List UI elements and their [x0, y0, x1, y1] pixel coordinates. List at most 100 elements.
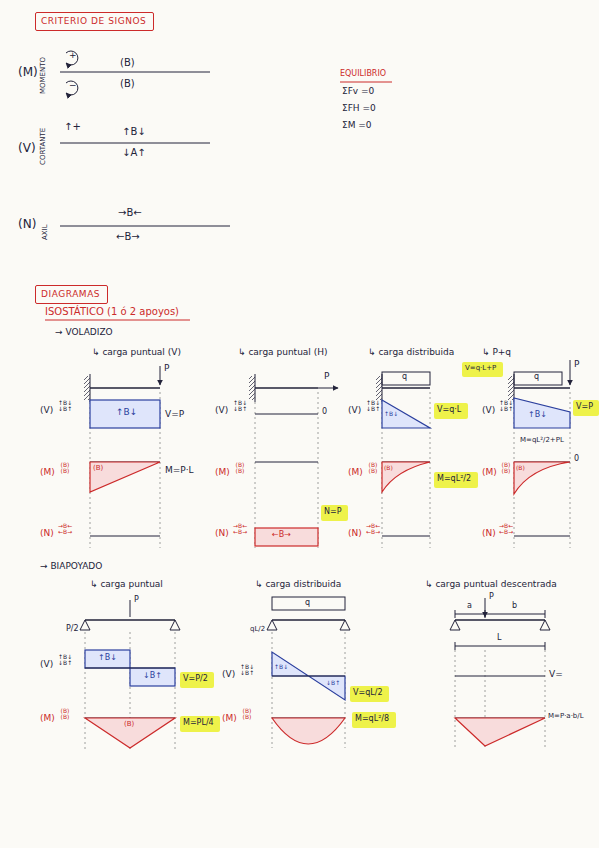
note-text: (B)	[384, 465, 393, 472]
note-text: M=qL²/2+PL	[520, 437, 564, 445]
note-text: 0	[322, 408, 327, 417]
note-text: (V)	[348, 406, 361, 416]
note-text: ↑B↓	[528, 411, 547, 420]
note-text: →B← ←B→	[366, 523, 380, 536]
note-text: (M)	[18, 66, 38, 79]
note-text: +	[69, 51, 77, 61]
note-text: (V)	[40, 660, 53, 670]
note-text: qL/2	[250, 626, 265, 634]
highlight-box: V=q·L+P	[462, 362, 503, 377]
note-text: ↳ carga puntual (V)	[92, 348, 181, 358]
note-text: ↑B↓ ↓B↑	[499, 400, 513, 413]
note-text: ΣFv =0	[342, 87, 374, 97]
note-text: ↑+	[64, 121, 81, 132]
note-text: M=P·a·b/L	[548, 713, 584, 721]
note-text: ↳ carga puntual	[90, 580, 163, 590]
note-text: ←B→	[272, 531, 291, 540]
note-text: CORTANTE	[40, 128, 48, 165]
note-text: AXIL	[42, 224, 50, 240]
note-text: (B) (B)	[240, 708, 254, 721]
node-text: V=P/2	[183, 674, 208, 683]
node-text: V=qL/2	[353, 688, 383, 697]
note-text: (B)	[516, 465, 525, 472]
note-text: (B) (B)	[499, 462, 513, 475]
note-text: (B)	[93, 465, 103, 473]
node-text: V=q·L+P	[465, 364, 496, 372]
note-text: ↑B↓ ↓B↑	[58, 400, 72, 413]
note-text: V=	[549, 670, 563, 680]
note-text: ↑B↓	[116, 408, 137, 418]
note-text: ↓B↑	[143, 672, 162, 681]
note-text: ↳ P+q	[482, 348, 511, 358]
note-text: ↑B↓ ↓B↑	[240, 664, 254, 677]
note-text: → VOLADIZO	[55, 328, 113, 338]
note-text: (N)	[482, 529, 496, 539]
note-text: (B) (B)	[58, 462, 72, 475]
note-text: (M)	[222, 714, 237, 724]
note-text: P	[164, 364, 169, 374]
note-text: (B) (B)	[58, 708, 72, 721]
note-text: (N)	[215, 529, 229, 539]
note-text: L	[497, 634, 501, 643]
note-text: (V)	[215, 406, 228, 416]
note-text: →B← ←B→	[233, 523, 247, 536]
note-text: MOMENTO	[40, 57, 48, 94]
note-text: 0	[574, 455, 579, 464]
note-text: P/2	[66, 625, 79, 634]
note-text: ↑B↓ ↓B↑	[58, 654, 72, 667]
note-text: (M)	[40, 468, 55, 478]
note-text: →B←	[118, 207, 142, 218]
note-text: ΣFH =0	[342, 104, 376, 114]
highlight-box: M=qL²/2	[434, 472, 478, 488]
note-text: ←B→	[116, 231, 140, 242]
note-text: ↓B↑	[326, 680, 340, 687]
note-text: q	[534, 373, 539, 382]
note-text: (N)	[40, 529, 54, 539]
node-text: CRITERIO DE SIGNOS	[41, 16, 146, 26]
note-text: (M)	[348, 468, 363, 478]
note-text: ISOSTÁTICO (1 ó 2 apoyos)	[45, 306, 179, 317]
note-text: M=P·L	[165, 466, 194, 476]
node-text: M=qL²/2	[437, 474, 471, 483]
highlight-box: V=q·L	[434, 403, 468, 419]
note-text: ↓A↑	[122, 147, 146, 158]
note-text: P	[489, 593, 494, 602]
note-text: →B← ←B→	[58, 523, 72, 536]
note-text: (V)	[482, 406, 495, 416]
node-text: N=P	[324, 507, 342, 516]
note-text: ↑B↓ ↓B↑	[366, 400, 380, 413]
highlight-box: V=qL/2	[350, 686, 389, 702]
node-text: DIAGRAMAS	[41, 289, 100, 299]
note-text: ↑B↓	[122, 126, 146, 137]
note-text: b	[512, 602, 517, 611]
node-text: V=q·L	[437, 405, 461, 414]
note-text: ↑B↓ ↓B↑	[233, 400, 247, 413]
note-text: (N)	[348, 529, 362, 539]
note-text: (M)	[215, 468, 230, 478]
note-text: P	[324, 372, 329, 382]
note-text: (V)	[222, 670, 235, 680]
note-text: ↑B↓	[384, 411, 398, 418]
note-text: (B)	[124, 721, 134, 729]
node-text: M=PL/4	[183, 718, 214, 727]
node-text: V=P	[576, 402, 593, 411]
note-text: → BIAPOYADO	[40, 562, 102, 572]
highlight-box: V=P	[573, 400, 599, 416]
note-text: (N)	[18, 218, 36, 231]
note-text: ↳ carga puntual (H)	[238, 348, 328, 358]
note-text: q	[305, 599, 310, 608]
heading-box: DIAGRAMAS	[35, 285, 108, 304]
note-text: q	[402, 373, 407, 382]
note-text: (B) (B)	[366, 462, 380, 475]
note-text: ↳ carga puntual descentrada	[425, 580, 557, 590]
note-text: ↑B↓	[274, 664, 288, 671]
note-text: (M)	[482, 468, 497, 478]
note-text: →B← ←B→	[499, 523, 513, 536]
note-text: ↑B↓	[98, 654, 117, 663]
note-text: (V)	[18, 142, 36, 155]
highlight-box: V=P/2	[180, 672, 214, 688]
note-text: (V)	[40, 406, 53, 416]
